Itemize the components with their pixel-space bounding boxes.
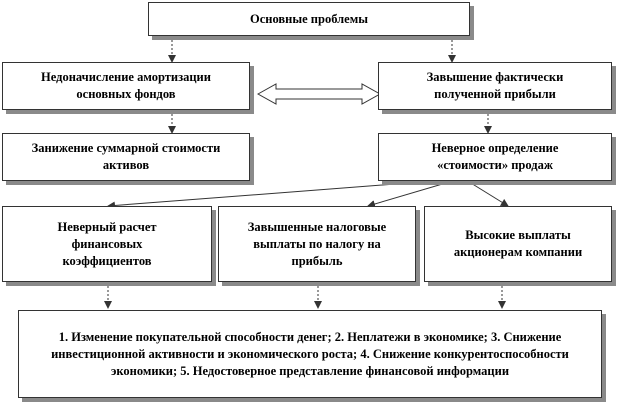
wrong-ratios-label: Неверный расчет финансовых коэффициентов	[57, 219, 157, 268]
overstated-profit-label: Завышение фактически полученной прибыли	[426, 70, 564, 101]
incorrect-sales-cost-box: Неверное определение «стоимости» продаж	[378, 133, 612, 181]
consequences-box: 1. Изменение покупательной способности д…	[18, 310, 602, 398]
under-depreciation-label: Недоначисление амортизации основных фонд…	[41, 70, 211, 101]
overstated-tax-box: Завышенные налоговые выплаты по налогу н…	[218, 206, 416, 282]
under-depreciation-box: Недоначисление амортизации основных фонд…	[2, 62, 250, 110]
main-problems-label: Основные проблемы	[250, 11, 368, 26]
wrong-ratios-box: Неверный расчет финансовых коэффициентов	[2, 206, 212, 282]
arrow-sales-cost-to-tax	[367, 179, 457, 208]
double-arrow	[256, 83, 382, 105]
overstated-profit-box: Завышение фактически полученной прибыли	[378, 62, 612, 110]
understated-assets-label: Занижение суммарной стоимости активов	[31, 141, 221, 172]
overstated-tax-label: Завышенные налоговые выплаты по налогу н…	[247, 219, 387, 268]
arrow-sales-cost-to-ratios	[107, 179, 449, 210]
consequences-label: 1. Изменение покупательной способности д…	[51, 329, 569, 378]
understated-assets-box: Занижение суммарной стоимости активов	[2, 133, 250, 181]
arrow-sales-cost-to-payouts	[465, 179, 509, 207]
main-problems-box: Основные проблемы	[148, 2, 470, 36]
high-payouts-box: Высокие выплаты акционерам компании	[424, 206, 612, 282]
incorrect-sales-cost-label: Неверное определение «стоимости» продаж	[431, 141, 559, 172]
high-payouts-label: Высокие выплаты акционерам компании	[453, 228, 583, 259]
